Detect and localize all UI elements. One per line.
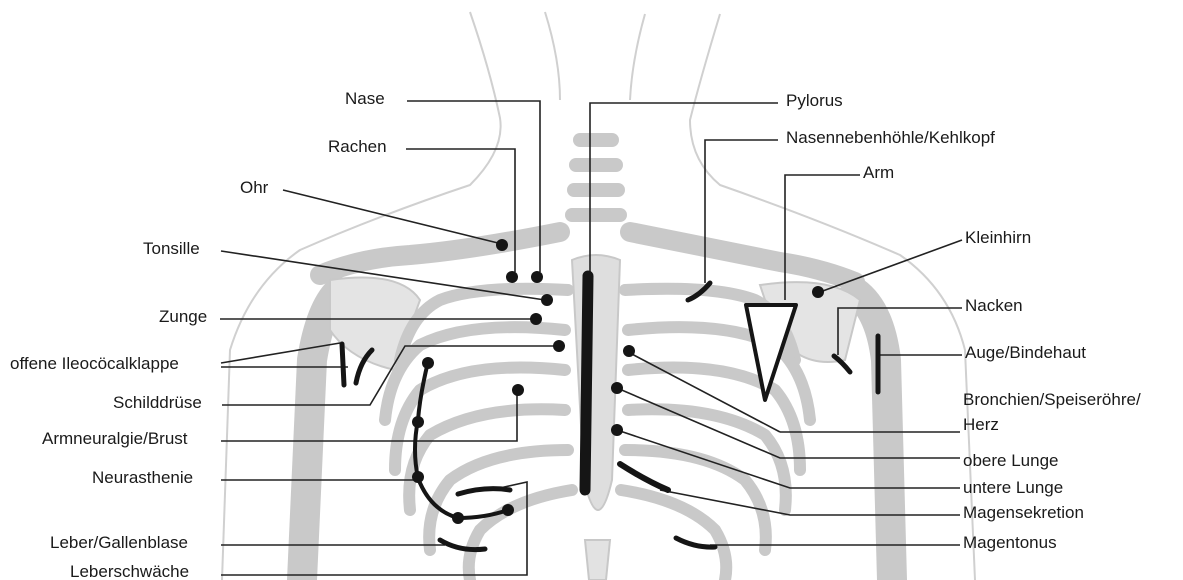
- label-schild: Schilddrüse: [113, 393, 202, 412]
- skeleton: [302, 140, 892, 580]
- point-zunge: [530, 313, 542, 325]
- zone-ileo-1: [342, 344, 344, 385]
- label-obere-lunge: obere Lunge: [963, 451, 1058, 470]
- label-untere-lunge: untere Lunge: [963, 478, 1063, 497]
- label-pylorus: Pylorus: [786, 91, 843, 110]
- label-kleinhirn: Kleinhirn: [965, 228, 1031, 247]
- label-leber: Leber/Gallenblase: [50, 533, 188, 552]
- label-arm: Arm: [863, 163, 894, 182]
- label-ohr: Ohr: [240, 178, 269, 197]
- label-armneur: Armneuralgie/Brust: [42, 429, 188, 448]
- point-neura-1: [422, 357, 434, 369]
- label-rachen: Rachen: [328, 137, 387, 156]
- label-leberschw: Leberschwäche: [70, 562, 189, 580]
- label-zunge: Zunge: [159, 307, 207, 326]
- label-bronch-line1: Bronchien/Speiseröhre/: [963, 390, 1141, 409]
- label-bronch-line2: Herz: [963, 415, 999, 434]
- point-obere-lunge: [611, 382, 623, 394]
- zone-magentonus: [676, 538, 715, 547]
- ribs-left: [385, 289, 572, 580]
- zone-leber: [458, 489, 510, 494]
- label-ileo: offene Ileocöcalklappe: [10, 354, 179, 373]
- point-neura-4: [452, 512, 464, 524]
- leader-ohr: [283, 190, 498, 243]
- right-arm-bone: [855, 292, 892, 580]
- point-untere-lunge: [611, 424, 623, 436]
- point-ohr: [496, 239, 508, 251]
- point-bronch: [623, 345, 635, 357]
- point-tonsille: [541, 294, 553, 306]
- point-armneur: [512, 384, 524, 396]
- zone-pylorus: [585, 276, 588, 490]
- label-magensek: Magensekretion: [963, 503, 1084, 522]
- label-nase: Nase: [345, 89, 385, 108]
- leader-magensek: [660, 490, 960, 515]
- label-magentonus: Magentonus: [963, 533, 1057, 552]
- label-nasenneben: Nasennebenhöhle/Kehlkopf: [786, 128, 995, 147]
- point-nase: [531, 271, 543, 283]
- sternum: [572, 255, 620, 510]
- point-schild: [553, 340, 565, 352]
- point-kleinhirn: [812, 286, 824, 298]
- label-nacken: Nacken: [965, 296, 1023, 315]
- point-rachen: [506, 271, 518, 283]
- point-neura-5: [502, 504, 514, 516]
- label-tonsille: Tonsille: [143, 239, 200, 258]
- leader-kleinhirn: [820, 240, 962, 292]
- label-auge: Auge/Bindehaut: [965, 343, 1086, 362]
- point-neura-3: [412, 471, 424, 483]
- point-neura-2: [412, 416, 424, 428]
- lumbar-stub: [585, 540, 610, 580]
- cervical-spine: [572, 140, 620, 215]
- label-neura: Neurasthenie: [92, 468, 193, 487]
